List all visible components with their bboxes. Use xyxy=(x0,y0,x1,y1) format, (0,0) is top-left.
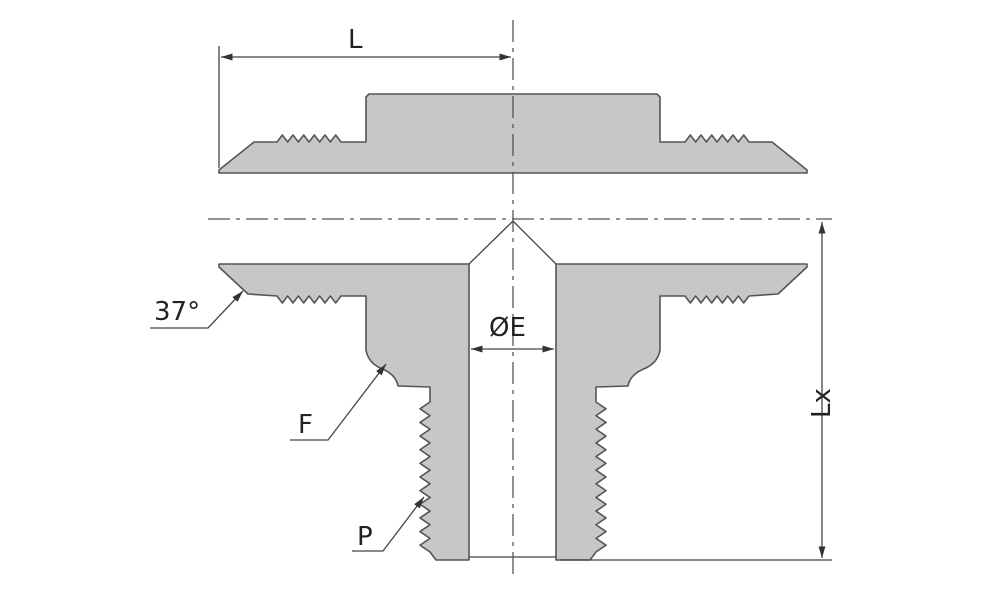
tee-run-upper-body xyxy=(218,93,808,174)
label-37-degree: 37° xyxy=(154,297,200,327)
leader-p xyxy=(352,496,425,552)
label-f: F xyxy=(298,410,313,440)
tee-branch-left-body xyxy=(218,263,470,561)
leader-f xyxy=(290,363,387,441)
leader-37 xyxy=(150,290,244,329)
tee-branch-right-body xyxy=(555,263,808,561)
label-lx: Lx xyxy=(807,388,837,418)
label-p: P xyxy=(357,522,373,552)
label-l: L xyxy=(348,25,363,55)
label-e: ØE xyxy=(489,313,526,343)
